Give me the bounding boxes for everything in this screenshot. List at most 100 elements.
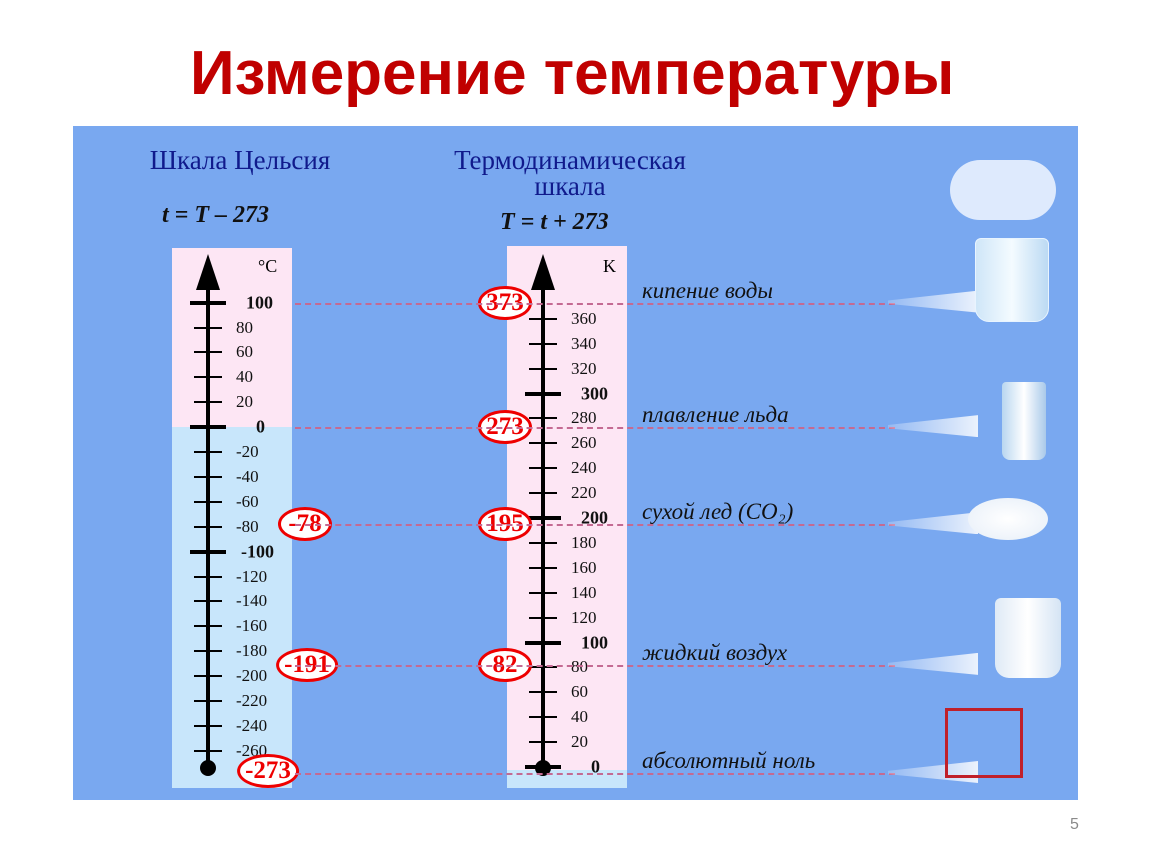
scale-tick bbox=[529, 716, 557, 719]
scale-blue-area bbox=[172, 427, 292, 788]
phenomenon-label: плавление льда bbox=[642, 402, 789, 428]
scale-tick bbox=[194, 351, 222, 354]
scale-tick bbox=[529, 616, 557, 619]
steam-cloud-icon bbox=[950, 160, 1056, 220]
reference-dashed-line bbox=[295, 664, 895, 667]
arrow-up-icon bbox=[196, 254, 220, 290]
scale-tick bbox=[529, 417, 557, 420]
scale-unit: K bbox=[603, 256, 616, 276]
scale-tick-label: 100 bbox=[581, 632, 608, 652]
scale-tick bbox=[194, 451, 222, 453]
scale-tick-label: 240 bbox=[571, 458, 597, 478]
scale-tick bbox=[194, 525, 222, 528]
ice-glass-icon bbox=[1002, 382, 1046, 460]
boiling-water-beaker-icon bbox=[975, 238, 1049, 322]
scale-tick-label: 260 bbox=[571, 433, 597, 453]
scale-tick bbox=[194, 675, 222, 678]
scale-tick-label: 40 bbox=[236, 367, 253, 387]
celsius-formula: t = T – 273 bbox=[162, 202, 270, 228]
scale-tick bbox=[525, 391, 561, 396]
phenomenon-label: жидкий воздух bbox=[642, 639, 788, 665]
scale-tick-label: 60 bbox=[571, 682, 588, 702]
scale-tick bbox=[529, 467, 557, 470]
scale-tick bbox=[194, 650, 222, 653]
scale-tick-label: 40 bbox=[571, 707, 588, 727]
reference-dashed-line bbox=[295, 427, 895, 430]
arrow-up-icon bbox=[531, 254, 555, 290]
scale-tick-label: 120 bbox=[571, 607, 597, 627]
scale-tick-label: -120 bbox=[236, 566, 268, 586]
scale-tick-label: -20 bbox=[236, 442, 259, 461]
scale-tick-label: 360 bbox=[571, 308, 597, 328]
scale-tick bbox=[194, 326, 222, 329]
scale-tick-label: -140 bbox=[236, 591, 268, 611]
scale-tick-label: 340 bbox=[571, 333, 597, 353]
scale-tick bbox=[194, 749, 222, 752]
scale-tick bbox=[525, 640, 561, 645]
scale-tick bbox=[194, 376, 222, 379]
scale-tick-label: -80 bbox=[236, 516, 259, 536]
scale-tick bbox=[190, 300, 226, 305]
scale-tick-label: 220 bbox=[571, 483, 597, 503]
scale-tick-label: 0 bbox=[591, 756, 600, 777]
kelvin-heading-line2: шкала bbox=[534, 171, 606, 201]
scale-tick-label: 80 bbox=[236, 317, 253, 337]
zero-point-dot-icon bbox=[200, 760, 216, 776]
dry-ice-icon bbox=[968, 498, 1048, 540]
scale-unit: °C bbox=[258, 256, 278, 276]
scale-tick bbox=[529, 492, 557, 495]
kelvin-heading-line1: Термодинамическая bbox=[454, 145, 686, 175]
scale-tick-label: -60 bbox=[236, 491, 259, 511]
scale-tick-label: 0 bbox=[256, 416, 265, 437]
scale-tick-label: 180 bbox=[571, 532, 597, 552]
scale-tick bbox=[529, 442, 557, 445]
scale-tick-label: 200 bbox=[581, 507, 608, 528]
scale-tick-label: 140 bbox=[571, 582, 597, 602]
scale-tick-label: 20 bbox=[236, 392, 253, 412]
scale-tick bbox=[529, 691, 557, 694]
scale-tick bbox=[529, 566, 557, 569]
reference-dashed-line bbox=[295, 524, 895, 527]
scale-tick bbox=[194, 401, 222, 404]
phenomenon-label: сухой лед (CO₂) bbox=[642, 499, 794, 525]
celsius-heading: Шкала Цельсия bbox=[149, 145, 331, 175]
scale-pink-area bbox=[507, 246, 627, 770]
scale-tick bbox=[194, 575, 222, 578]
scale-tick-label: -160 bbox=[236, 616, 268, 636]
scale-tick bbox=[529, 591, 557, 594]
scale-tick bbox=[190, 425, 226, 430]
scale-tick bbox=[194, 700, 222, 702]
celsius-marker: -273 bbox=[237, 754, 299, 788]
kelvin-formula: T = t + 273 bbox=[500, 209, 609, 235]
liquid-air-beaker-icon bbox=[995, 598, 1061, 678]
scale-tick bbox=[190, 549, 226, 554]
reference-dashed-line bbox=[295, 773, 895, 775]
scale-tick bbox=[529, 342, 557, 345]
scale-tick bbox=[529, 317, 557, 320]
scale-tick bbox=[194, 475, 222, 478]
scale-tick-label: -200 bbox=[236, 666, 268, 686]
scale-tick bbox=[194, 600, 222, 603]
scale-tick bbox=[525, 516, 561, 520]
scale-pink-area bbox=[172, 248, 292, 427]
phenomenon-label: кипение воды bbox=[642, 277, 773, 303]
slide-title: Измерение температуры bbox=[190, 39, 955, 108]
scale-tick-label: -180 bbox=[236, 641, 268, 661]
reference-dashed-line bbox=[295, 302, 895, 305]
scale-tick bbox=[529, 541, 557, 544]
scale-tick-label: -240 bbox=[236, 715, 268, 735]
scale-tick-label: 60 bbox=[236, 342, 253, 362]
scale-tick-label: -100 bbox=[241, 541, 274, 562]
scale-tick-label: 80 bbox=[571, 657, 588, 677]
scale-tick-label: 100 bbox=[246, 292, 273, 313]
phenomenon-label: абсолютный ноль bbox=[642, 748, 816, 773]
page-number: 5 bbox=[1070, 816, 1079, 833]
crystal-lattice-icon bbox=[945, 708, 1023, 778]
scale-tick bbox=[529, 741, 557, 744]
scale-tick-label: -220 bbox=[236, 691, 268, 710]
scale-tick-label: 280 bbox=[571, 408, 597, 428]
scale-tick-label: -40 bbox=[236, 466, 259, 486]
scale-tick bbox=[529, 666, 557, 669]
scale-tick-label: 320 bbox=[571, 358, 597, 378]
scale-tick bbox=[529, 367, 557, 370]
